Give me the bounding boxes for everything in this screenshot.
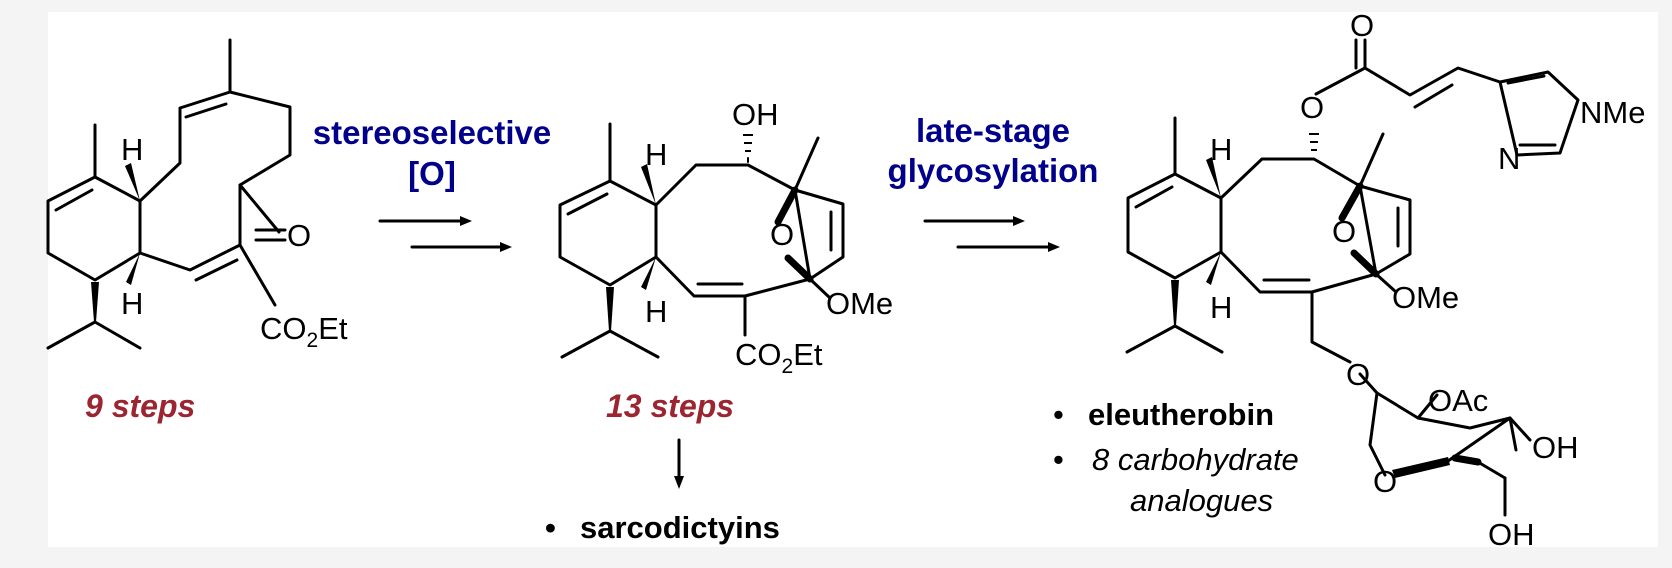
h-label: H (1210, 132, 1232, 167)
condition-late-stage: late-stage (916, 112, 1070, 149)
oh-label: OH (1488, 517, 1535, 552)
sub-label: 2 (782, 355, 794, 378)
step-count-1: 9 steps (85, 388, 195, 424)
step-count-2: 13 steps (606, 388, 734, 424)
analogues-label: analogues (1130, 483, 1273, 518)
scheme-panel (48, 12, 1658, 547)
h-label: H (121, 132, 143, 167)
svg-text:CO2Et: CO2Et (735, 337, 823, 378)
hashed-bond (743, 134, 753, 163)
o-label: O (1346, 357, 1370, 392)
condition-glycosylation: glycosylation (888, 152, 1099, 189)
o-label: O (287, 218, 311, 253)
reaction-arrow-1: stereoselective [O] (313, 114, 552, 252)
h-label: H (1210, 290, 1232, 325)
condition-oxidation: [O] (408, 155, 456, 192)
sarcodictyins-bullet: • (545, 510, 556, 545)
o-label: O (1332, 214, 1356, 249)
h-label: H (121, 286, 143, 321)
et-label: Et (793, 337, 823, 372)
ome-label: OMe (826, 286, 893, 321)
n-label: N (1498, 141, 1520, 176)
o-label: O (1300, 90, 1324, 125)
co-label: CO (735, 337, 782, 372)
co-label: CO (260, 311, 307, 346)
molecule-starting-material: H H O CO2Et 9 steps (46, 38, 348, 424)
nme-label: NMe (1580, 95, 1645, 130)
o-label: O (1373, 464, 1397, 499)
oh-label: OH (1532, 430, 1579, 465)
oh-label: OH (732, 97, 779, 132)
o-label: O (770, 217, 794, 252)
ome-label: OMe (1392, 280, 1459, 315)
reaction-arrow-2: late-stage glycosylation (888, 112, 1099, 252)
sub-label: 2 (307, 329, 319, 352)
h-label: H (645, 137, 667, 172)
h-label: H (645, 294, 667, 329)
o-label: O (1350, 8, 1374, 43)
molecule-eleutherobin: H H O O NMe N O OMe O OAc OH O OH • eleu… (1053, 8, 1645, 552)
hashed-bond (1309, 133, 1319, 151)
eleutherobin-label: eleutherobin (1088, 397, 1274, 432)
bullet: • (1053, 397, 1064, 432)
carbohydrate-analogues-label: 8 carbohydrate (1092, 442, 1299, 477)
et-label: Et (318, 311, 348, 346)
svg-text:CO2Et: CO2Et (260, 311, 348, 352)
oac-label: OAc (1428, 383, 1488, 418)
condition-stereoselective: stereoselective (313, 114, 552, 151)
bullet: • (1053, 442, 1064, 477)
molecule-intermediate: OH H H O OMe CO2Et 13 steps • sarcodicty… (545, 97, 893, 545)
sarcodictyins-label: sarcodictyins (580, 510, 780, 545)
